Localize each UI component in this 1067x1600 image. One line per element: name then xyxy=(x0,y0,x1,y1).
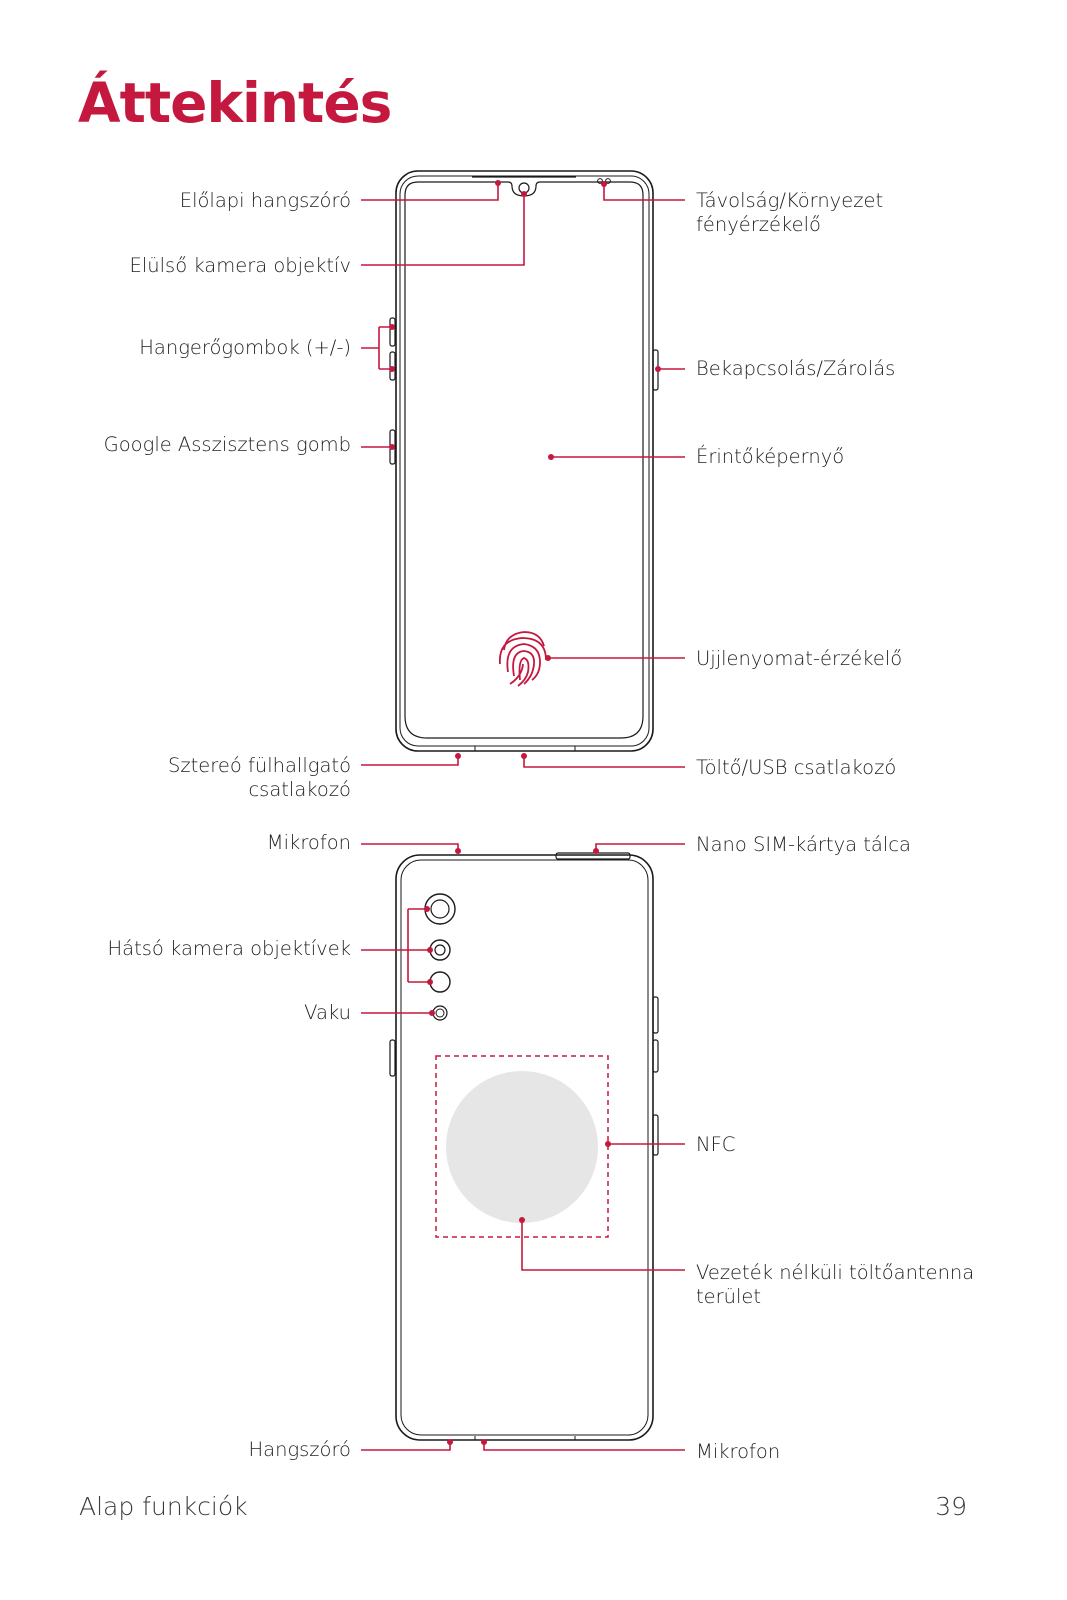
charger-port-label: Töltő/USB csatlakozó xyxy=(696,756,897,779)
microphone-top-label: Mikrofon xyxy=(266,831,351,854)
nfc-label: NFC xyxy=(696,1133,736,1156)
fingerprint-icon xyxy=(499,631,547,687)
touch-screen-label: Érintőképernyő xyxy=(696,445,845,468)
speaker-label: Hangszóró xyxy=(248,1438,351,1461)
power-key-label: Bekapcsolás/Zárolás xyxy=(696,357,896,380)
footer-section-title: Alap funkciók xyxy=(79,1492,248,1521)
earphone-jack-label-line2: csatlakozó xyxy=(248,778,351,801)
front-speaker-label: Előlapi hangszóró xyxy=(179,189,351,212)
callout-dots xyxy=(389,180,661,1445)
wireless-charging-label-line1: Vezeték nélküli töltőantenna xyxy=(696,1261,975,1284)
volume-keys-label: Hangerőgombok (+/-) xyxy=(139,336,351,359)
wireless-charging-area xyxy=(446,1071,598,1223)
front-camera-label: Elülső kamera objektív xyxy=(129,254,351,277)
proximity-sensor-label-line2: fényérzékelő xyxy=(696,213,821,236)
assistant-key-label: Google Asszisztens gomb xyxy=(103,433,351,456)
page-title: Áttekintés xyxy=(78,71,392,135)
callout-lines xyxy=(361,183,685,1451)
rear-cameras-label: Hátsó kamera objektívek xyxy=(107,937,351,960)
flash-label: Vaku xyxy=(304,1001,351,1024)
fingerprint-sensor-label: Ujjlenyomat-érzékelő xyxy=(696,647,903,670)
flash-icon xyxy=(432,1005,448,1021)
page-number: 39 xyxy=(935,1492,967,1521)
proximity-sensor-label-line1: Távolság/Környezet xyxy=(696,189,884,212)
sim-tray-label: Nano SIM-kártya tálca xyxy=(696,833,911,856)
wireless-charging-label-line2: terület xyxy=(696,1285,762,1308)
earphone-jack-label-line1: Sztereó fülhallgató xyxy=(168,754,351,777)
front-phone-outline xyxy=(389,170,659,752)
microphone-bottom-label: Mikrofon xyxy=(696,1440,781,1463)
